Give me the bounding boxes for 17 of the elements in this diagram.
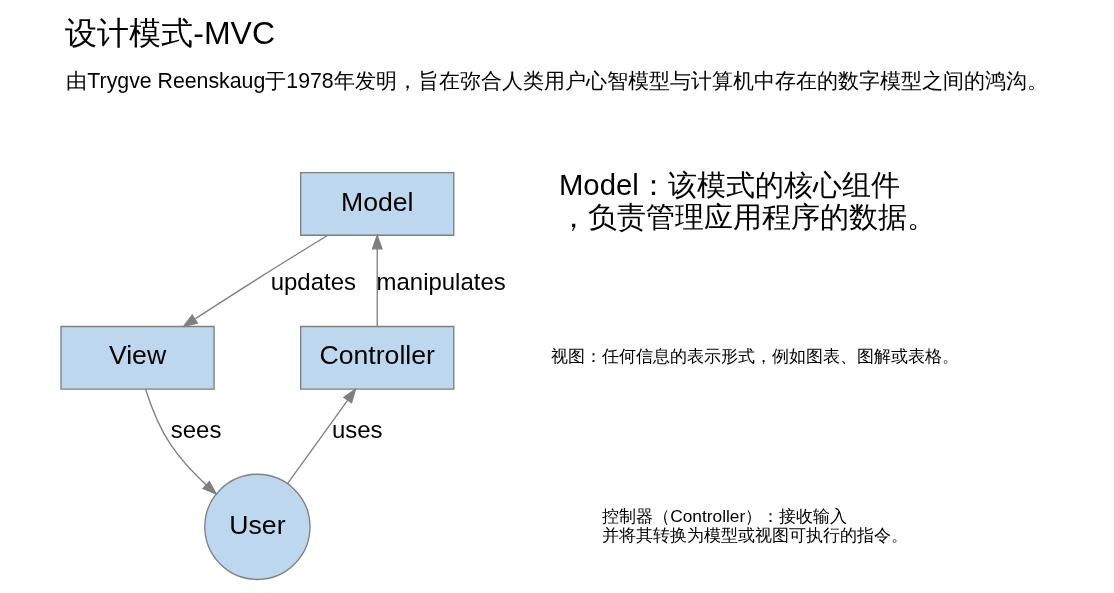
- edge-label: manipulates: [376, 267, 506, 295]
- node-box: Model: [300, 172, 455, 236]
- arrow: [286, 387, 357, 485]
- edge-label: sees: [170, 415, 222, 443]
- arrow: [371, 233, 383, 327]
- edge-label: updates: [270, 267, 356, 295]
- label: 视图：任何信息的表示形式，例如图表、图解或表格。: [551, 346, 960, 367]
- label: 控制器（Controller）：接收输入并将其转换为模型或视图可执行的指令。: [602, 506, 909, 545]
- node-circle: User: [204, 473, 311, 581]
- diagram-title: 设计模式-MVC: [65, 15, 275, 52]
- label: Model：该模式的核心组件，负责管理应用程序的数据。: [559, 168, 936, 234]
- node-box: Controller: [300, 325, 455, 390]
- label: 由Trygve Reenskaug于1978年发明，旨在弥合人类用户心智模型与计算机中存在的数字模型之间的鸿沟。: [66, 68, 1048, 93]
- edge-label: uses: [331, 415, 383, 443]
- arrow: [181, 234, 329, 328]
- arrow: [144, 388, 218, 496]
- node-box: View: [60, 325, 215, 390]
